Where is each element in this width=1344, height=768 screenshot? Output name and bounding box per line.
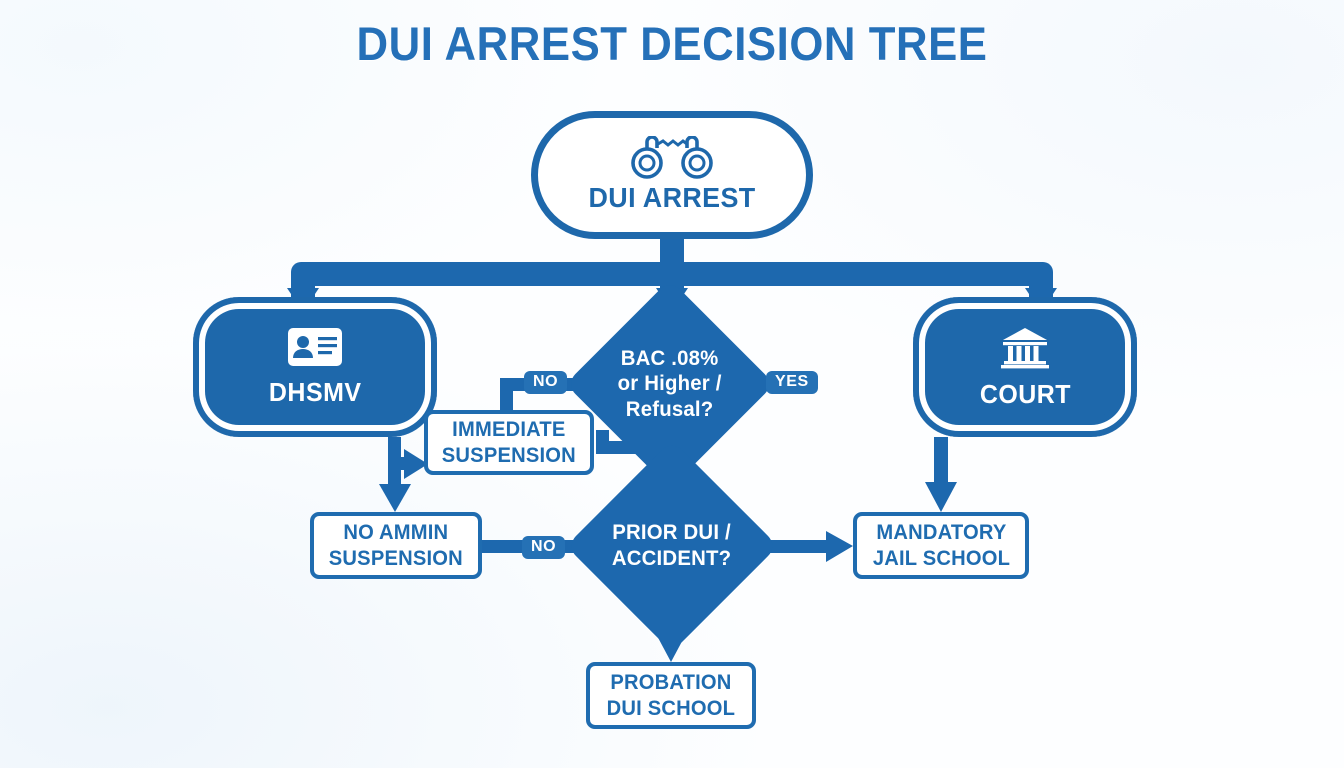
node-court[interactable]: COURT <box>913 297 1137 437</box>
node-dui-arrest[interactable]: DUI ARREST <box>531 111 813 239</box>
courthouse-icon <box>999 325 1051 369</box>
node-prior-decision[interactable]: PRIOR DUI / ACCIDENT? <box>565 439 779 653</box>
handcuffs-icon <box>620 136 724 180</box>
edge-label-prior-no: NO <box>522 536 566 559</box>
id-card-icon <box>287 327 343 367</box>
edge-dhsmv-right-arrow <box>404 449 428 479</box>
edge-label-bac-no: NO <box>524 371 568 394</box>
edge-court-down-stem <box>934 437 948 489</box>
node-label-no-admin-suspension: NO AMMIN SUSPENSION <box>328 521 464 570</box>
page-title: DUI ARREST DECISION TREE <box>356 17 988 70</box>
edge-bac-elbow-vert <box>596 430 609 454</box>
node-mandatory-jail-school[interactable]: MANDATORY JAIL SCHOOL <box>853 512 1029 579</box>
node-label-court: COURT <box>979 378 1071 409</box>
edge-prior-right-arrow <box>826 531 853 562</box>
node-probation-dui-school[interactable]: PROBATION DUI SCHOOL <box>586 662 756 729</box>
node-immediate-suspension[interactable]: IMMEDIATE SUSPENSION <box>424 410 594 475</box>
node-no-admin-suspension[interactable]: NO AMMIN SUSPENSION <box>310 512 482 579</box>
edge-court-down-arrow <box>925 482 957 512</box>
edge-dhsmv-down-arrow <box>379 484 411 512</box>
node-label-dui-arrest: DUI ARREST <box>588 182 756 213</box>
node-label-mandatory-jail-school: MANDATORY JAIL SCHOOL <box>872 521 1010 570</box>
node-label-prior-decision: PRIOR DUI / ACCIDENT? <box>612 521 732 570</box>
edge-dhsmv-down-stem <box>388 437 401 492</box>
edge-bac-no-corner <box>500 378 513 391</box>
node-dhsmv[interactable]: DHSMV <box>193 297 437 437</box>
node-label-immediate-suspension: IMMEDIATE SUSPENSION <box>441 418 577 467</box>
edge-root-bar <box>291 262 1053 286</box>
edge-label-bac-yes: YES <box>766 371 818 394</box>
node-label-bac-decision: BAC .08% or Higher / Refusal? <box>617 346 723 421</box>
node-bac-decision[interactable]: BAC .08% or Higher / Refusal? <box>565 279 775 489</box>
node-label-dhsmv: DHSMV <box>268 376 362 407</box>
node-label-probation-dui-school: PROBATION DUI SCHOOL <box>606 671 736 720</box>
